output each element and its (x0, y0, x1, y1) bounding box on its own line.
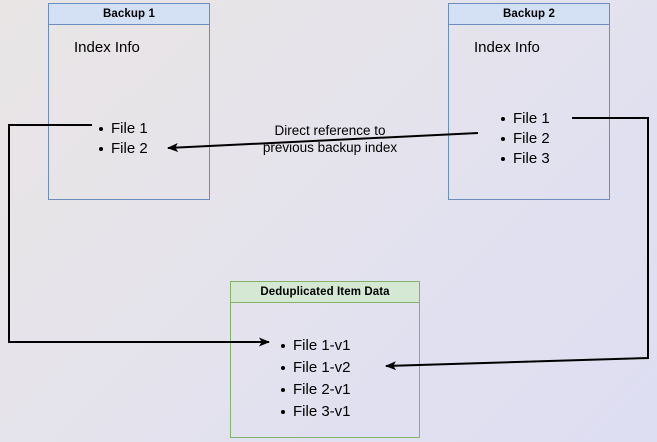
deduplicated-item-list: File 1-v1 File 1-v2 File 2-v1 File 3-v1 (280, 335, 351, 423)
deduplicated-item-data-body: File 1-v1 File 1-v2 File 2-v1 File 3-v1 (231, 303, 419, 437)
list-item: File 2 (500, 129, 550, 149)
backup-2-header: Backup 2 (449, 4, 609, 25)
direct-reference-caption: Direct reference to previous backup inde… (262, 123, 398, 155)
deduplicated-item-data-header: Deduplicated Item Data (231, 282, 419, 303)
backup-1-body: Index Info File 1 File 2 (49, 25, 209, 199)
backup-2-file-list: File 1 File 2 File 3 (500, 109, 550, 169)
list-item: File 1 (98, 119, 148, 139)
backup-2-body: Index Info File 1 File 2 File 3 (449, 25, 609, 199)
list-item: File 1-v1 (280, 335, 351, 357)
backup-2-box[interactable]: Backup 2 Index Info File 1 File 2 File 3 (448, 3, 610, 200)
backup-1-header: Backup 1 (49, 4, 209, 25)
deduplicated-item-data-box[interactable]: Deduplicated Item Data File 1-v1 File 1-… (230, 281, 420, 438)
backup-1-index-label: Index Info (74, 39, 140, 56)
backup-1-file-list: File 1 File 2 (98, 119, 148, 159)
list-item: File 1 (500, 109, 550, 129)
list-item: File 3-v1 (280, 401, 351, 423)
list-item: File 3 (500, 149, 550, 169)
list-item: File 2-v1 (280, 379, 351, 401)
list-item: File 2 (98, 139, 148, 159)
list-item: File 1-v2 (280, 357, 351, 379)
backup-1-box[interactable]: Backup 1 Index Info File 1 File 2 (48, 3, 210, 200)
backup-2-index-label: Index Info (474, 39, 540, 56)
